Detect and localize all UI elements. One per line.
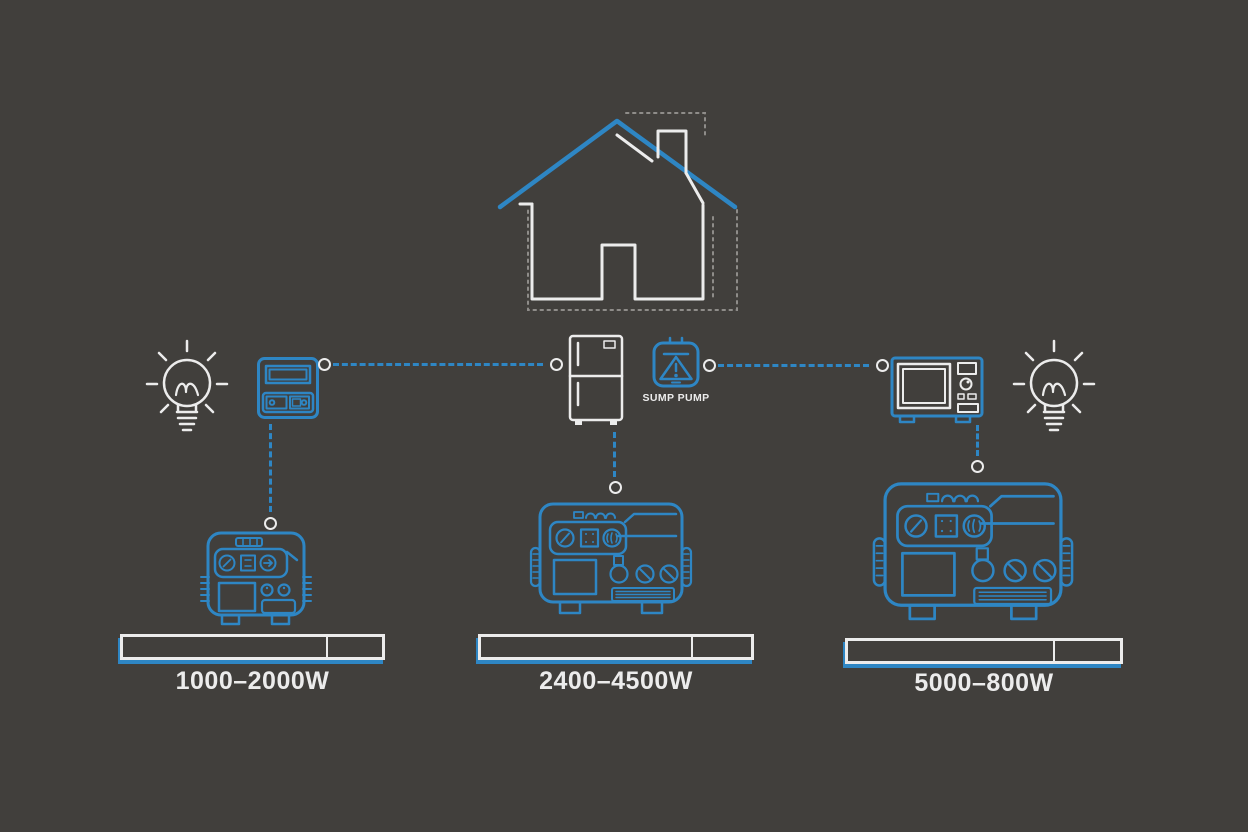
microwave-icon (890, 356, 984, 424)
connector-line (333, 363, 543, 366)
wattage-label-large: 5000–800W (914, 669, 1054, 697)
sump-pump-icon (650, 336, 702, 392)
house-body (518, 129, 705, 301)
lightbulb-icon (1012, 338, 1097, 448)
house-roof (497, 118, 738, 210)
connector-node (609, 481, 622, 494)
wattage-label-small: 1000–2000W (175, 667, 330, 695)
lightbulb-icon (145, 338, 230, 448)
connector-node (264, 517, 277, 530)
platform-bar (120, 634, 385, 660)
connector-line (718, 364, 869, 367)
generator-medium-icon (528, 496, 694, 626)
sump-pump-label: SUMP PUMP (642, 392, 710, 404)
house-icon (490, 100, 765, 315)
platform-divider (1053, 641, 1055, 661)
house-dashed-shadow (527, 112, 738, 311)
platform-divider (326, 637, 328, 657)
platform-divider (691, 637, 693, 657)
connector-node (318, 358, 331, 371)
connector-node (703, 359, 716, 372)
connector-node (550, 358, 563, 371)
connector-line (269, 424, 272, 512)
connector-node (971, 460, 984, 473)
platform-bar (845, 638, 1123, 664)
platform-bar (478, 634, 754, 660)
connector-line (613, 432, 616, 477)
transfer-switch-icon (255, 355, 321, 421)
connector-node (876, 359, 889, 372)
refrigerator-icon (568, 334, 624, 430)
generator-large-icon (870, 474, 1076, 635)
generator-small-icon (198, 527, 314, 629)
wattage-label-medium: 2400–4500W (539, 667, 693, 695)
connector-line (976, 425, 979, 456)
